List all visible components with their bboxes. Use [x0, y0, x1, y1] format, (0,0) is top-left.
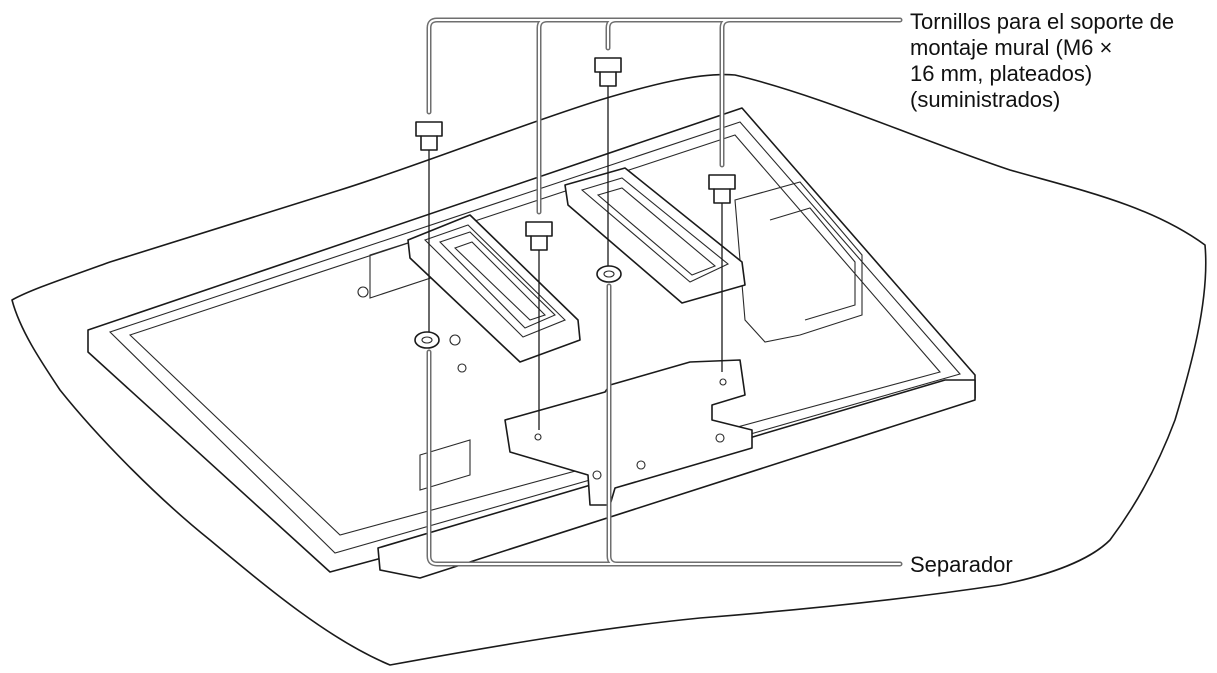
rear-raised-section	[734, 181, 863, 343]
screw-3	[594, 57, 622, 270]
spacer-leader-lines	[426, 283, 903, 567]
tv-stand-base	[377, 379, 976, 579]
screws-label-line-4: (suministrados)	[910, 87, 1061, 112]
tv-bezel-inner	[108, 121, 961, 554]
screw-4	[708, 174, 736, 372]
screw-2	[525, 221, 553, 430]
screws-leader-lines	[426, 17, 903, 215]
rear-holes	[357, 286, 727, 480]
spacer-callout-label: Separador	[910, 552, 1013, 577]
lower-mount-plate	[504, 359, 753, 506]
screws-label-line-2: montaje mural (M6 ×	[910, 35, 1113, 60]
tv-back-panel	[128, 134, 941, 536]
screws-label-line-3: 16 mm, plateados)	[910, 61, 1093, 86]
screw-1	[415, 121, 443, 342]
wall-bracket-right	[564, 167, 746, 304]
screws-callout-label: Tornillos para el soporte de montaje mur…	[910, 9, 1174, 113]
spacer-left	[414, 331, 440, 349]
spacer-right	[596, 265, 622, 283]
wall-bracket-left	[407, 214, 581, 363]
screws-label-line-1: Tornillos para el soporte de	[910, 9, 1175, 34]
rear-plate-cutout-bottom	[419, 439, 471, 491]
